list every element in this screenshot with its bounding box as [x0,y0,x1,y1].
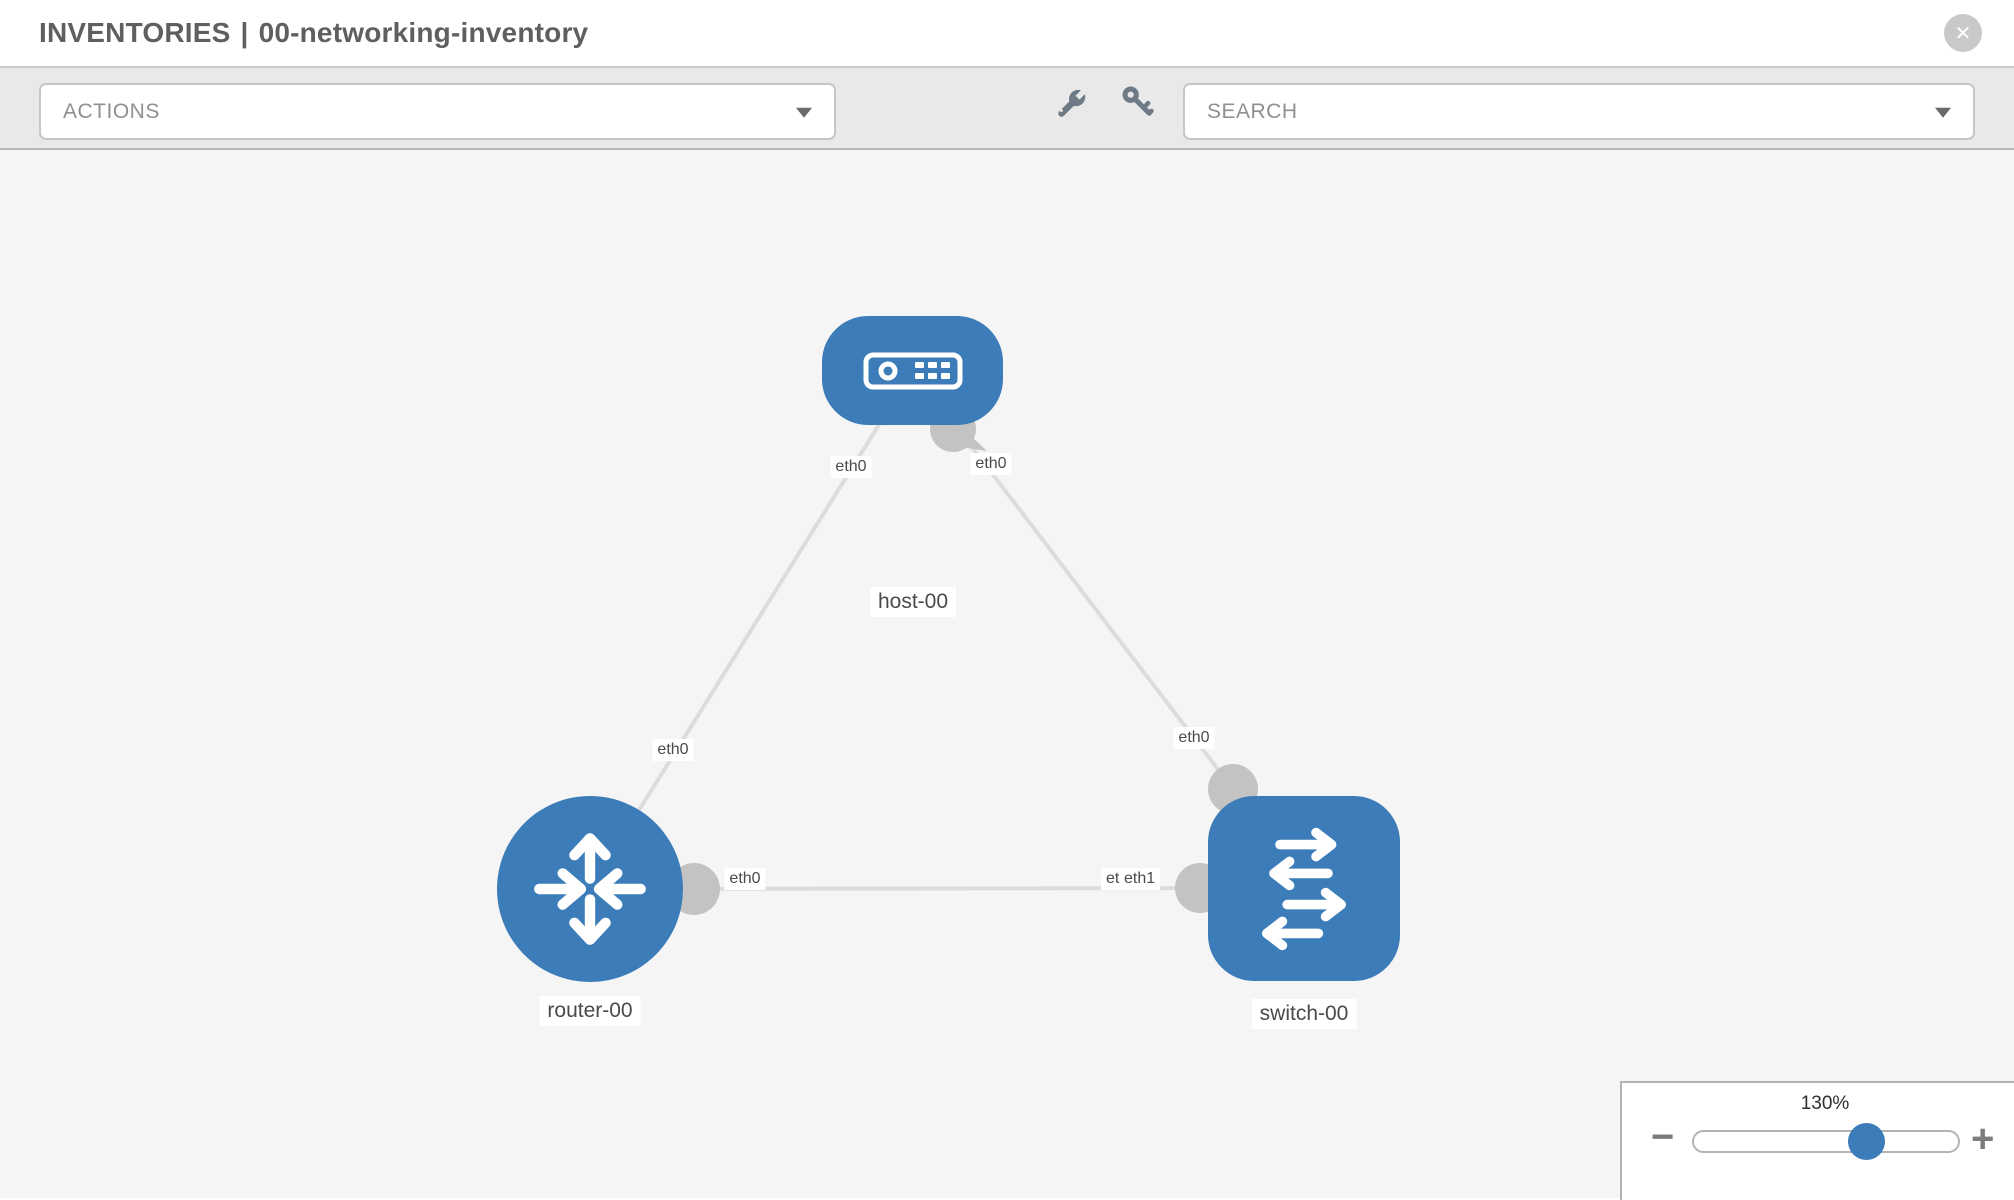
node-router-00[interactable] [497,796,683,982]
inventory-name: 00-networking-inventory [258,17,589,48]
node-label-host: host-00 [869,587,957,617]
chevron-down-icon [1935,107,1951,118]
router-icon [534,833,646,945]
topology-links [588,368,1305,891]
search-dropdown[interactable]: SEARCH [1183,83,1975,140]
plus-icon: + [1971,1117,1995,1161]
configure-tools-button[interactable] [1048,80,1092,124]
toolbar: ACTIONS SEARCH [0,68,2014,150]
chevron-down-icon [796,107,812,118]
breadcrumb-separator: | [240,17,249,48]
interface-label-router-to-host: eth0 [652,739,694,761]
node-host-00[interactable] [822,316,1003,425]
close-button[interactable]: ✕ [1944,14,1982,52]
node-switch-00[interactable] [1208,796,1400,981]
key-icon [1122,86,1154,116]
interface-label-host-to-switch: eth0 [970,453,1012,475]
zoom-in-button[interactable]: + [1971,1119,1994,1159]
interface-label-switch-to-router: eth1 [1119,868,1161,890]
actions-dropdown[interactable]: ACTIONS [39,83,836,140]
actions-dropdown-label: ACTIONS [63,99,160,123]
zoom-level-value: 130% [1800,1093,1850,1114]
interface-label-router-to-switch: eth0 [724,868,766,890]
zoom-out-button[interactable]: − [1651,1117,1674,1157]
zoom-control-panel: 130% − + [1620,1081,2014,1200]
close-icon: ✕ [1954,22,1972,45]
header: INVENTORIES | 00-networking-inventory ✕ [0,0,2014,68]
minus-icon: − [1651,1115,1675,1159]
switch-icon [1262,827,1346,950]
interface-label-host-to-router: eth0 [830,456,872,478]
credentials-button[interactable] [1116,80,1160,124]
topology-canvas[interactable]: host-00 router-00 switch-00 eth0 eth0 et… [0,150,2014,1200]
page-title: INVENTORIES | 00-networking-inventory [39,17,588,49]
node-label-router: router-00 [539,996,641,1026]
node-label-switch: switch-00 [1251,999,1357,1029]
interface-label-switch-to-host: eth0 [1173,727,1215,749]
wrench-icon [1058,89,1086,117]
zoom-slider-thumb[interactable] [1848,1123,1885,1160]
search-dropdown-label: SEARCH [1207,99,1298,123]
host-device-icon [863,352,962,389]
zoom-slider-track[interactable] [1692,1130,1960,1153]
breadcrumb-section: INVENTORIES [39,17,231,48]
